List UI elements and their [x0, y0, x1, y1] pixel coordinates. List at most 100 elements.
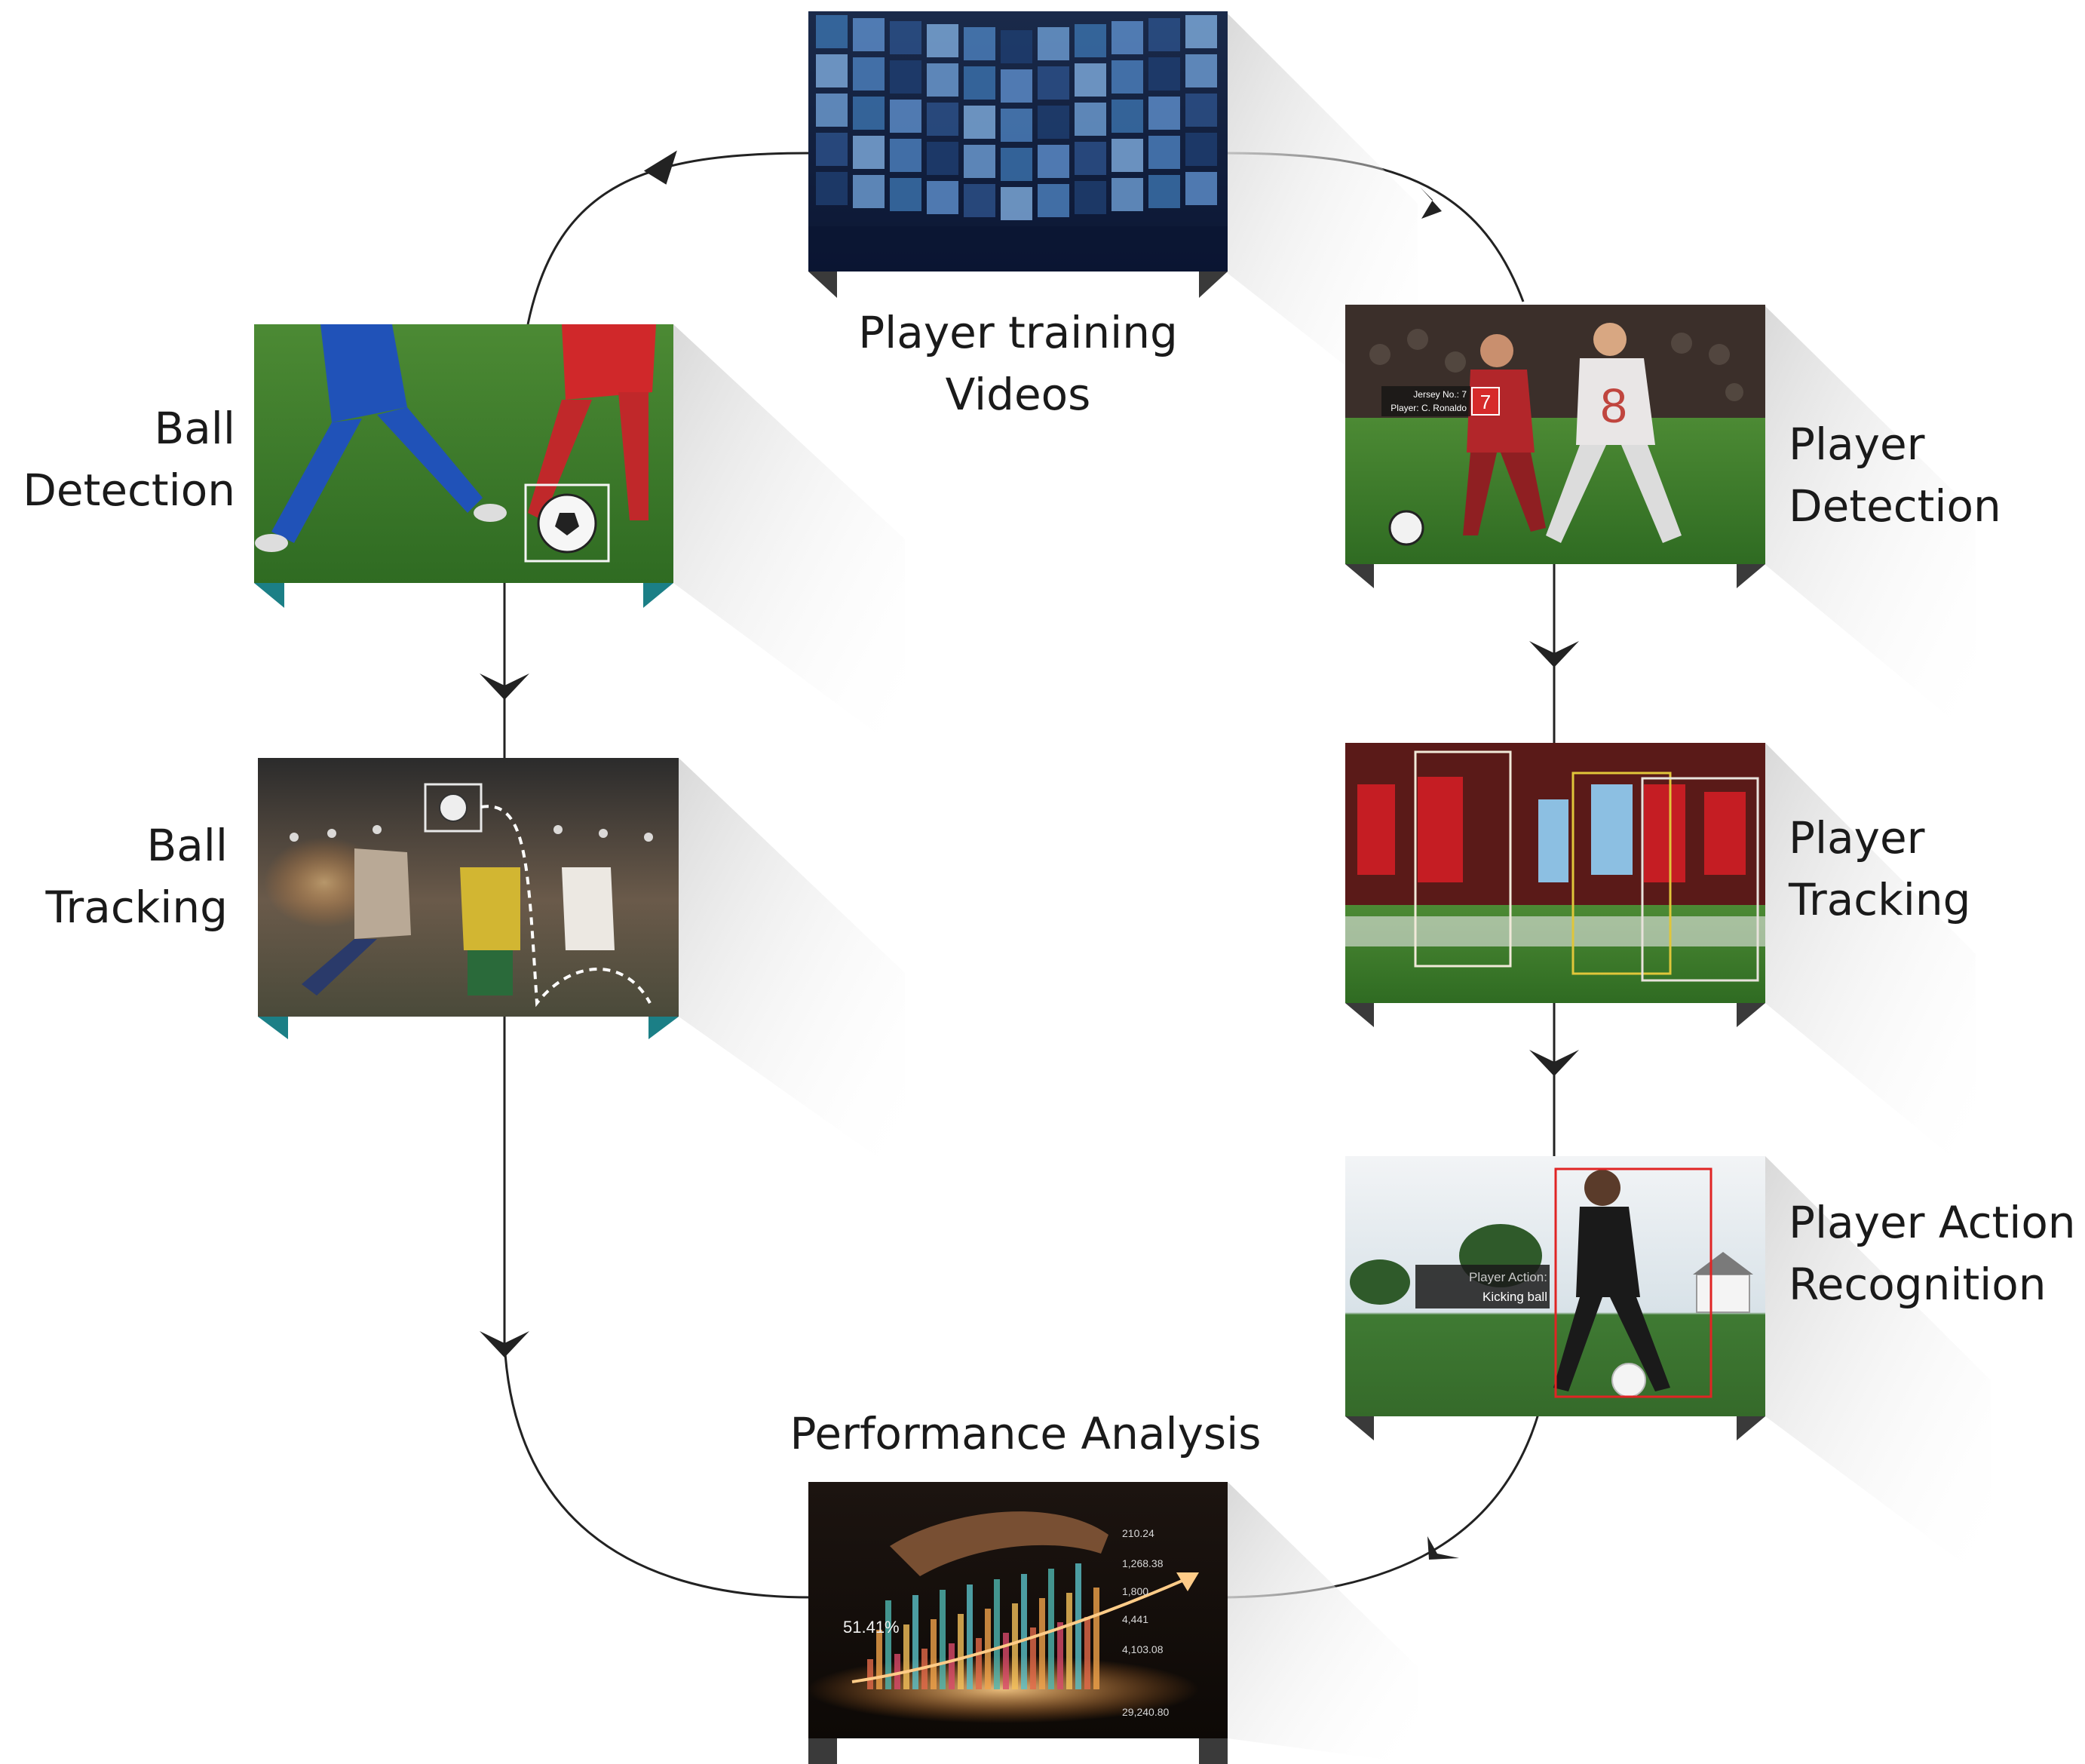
video-tile [816, 172, 848, 205]
video-tile [1148, 175, 1180, 208]
decorative-bar [1075, 1563, 1081, 1689]
card-shadow [1228, 1482, 1418, 1764]
action-label-title: Player Action: [1469, 1270, 1547, 1284]
caption-line: Player Action [1789, 1197, 2076, 1248]
jersey-badge-number: 7 [1480, 391, 1491, 413]
video-tile [1075, 142, 1106, 175]
caption-line: Videos [945, 369, 1091, 420]
arrow-ball-tracking-to-performance [503, 1017, 811, 1599]
video-tile [1148, 18, 1180, 51]
video-tile [853, 136, 885, 169]
video-tile [927, 181, 958, 214]
video-tile [1148, 57, 1180, 91]
video-tile [1148, 136, 1180, 169]
ball [1388, 510, 1424, 546]
video-tile [853, 175, 885, 208]
decorative-bar [1066, 1593, 1072, 1689]
caption-line: Player [1789, 812, 1925, 864]
jersey-label-box [1381, 386, 1470, 416]
tracked-ball [439, 793, 468, 822]
video-tile [964, 66, 995, 100]
action-bounding-box [1554, 1167, 1712, 1398]
decorative-bar [1057, 1622, 1063, 1689]
video-tile [1001, 148, 1032, 181]
arrowheads [480, 150, 1579, 1560]
video-tile [964, 184, 995, 217]
video-tile [816, 15, 848, 48]
video-tile [927, 142, 958, 175]
video-tile [1038, 184, 1069, 217]
video-tile [853, 97, 885, 130]
video-tile [1148, 97, 1180, 130]
decorative-bar [976, 1638, 982, 1689]
decorative-bar [931, 1619, 937, 1689]
video-tile [1185, 15, 1217, 48]
video-tile [1111, 100, 1143, 133]
ball-trajectory [480, 805, 652, 1008]
athlete [1553, 1170, 1670, 1397]
decorative-bar [885, 1600, 891, 1689]
caption-line: Player [1789, 419, 1925, 470]
video-tile [1001, 30, 1032, 63]
video-tile [816, 54, 848, 87]
shirt-number: 8 [1600, 379, 1627, 433]
decorative-bar [940, 1590, 946, 1689]
video-tile [1185, 133, 1217, 166]
fold-left-pin [808, 272, 837, 298]
red-players [1357, 777, 1746, 882]
card-shadow [1765, 743, 1976, 1177]
video-tile [890, 100, 921, 133]
caption-player-tracking: Player Tracking [1789, 807, 1970, 931]
player-white: 8 [1546, 323, 1682, 543]
video-tile [927, 24, 958, 57]
decorative-bar [1093, 1588, 1099, 1689]
perf-value-2: 1,268.38 [1122, 1557, 1164, 1569]
decorative-bar [1039, 1598, 1045, 1689]
decorative-bar [994, 1579, 1000, 1689]
video-tile [1075, 181, 1106, 214]
card-shadow [673, 324, 905, 754]
video-tile [816, 133, 848, 166]
video-tile [1001, 109, 1032, 142]
caption-line: Recognition [1789, 1259, 2047, 1310]
caption-ball-detection: Ball Detection [15, 397, 235, 521]
bar-cluster [867, 1563, 1099, 1689]
decorative-bar [949, 1643, 955, 1689]
decorative-bar [1012, 1603, 1018, 1689]
video-tile [964, 106, 995, 139]
jersey-badge [1471, 387, 1500, 416]
action-label-value: Kicking ball [1482, 1290, 1547, 1304]
video-tile [1111, 60, 1143, 94]
blue-players [1538, 784, 1633, 882]
ball-detection-box [424, 783, 483, 833]
decorative-bar [967, 1585, 973, 1689]
decorative-bar [1021, 1574, 1027, 1689]
arrowhead-bottom-right [1427, 1536, 1459, 1560]
decorative-bar [958, 1614, 964, 1689]
card-shadow [1765, 1156, 1991, 1584]
fold-right-pin [1199, 272, 1228, 298]
arrowhead-ball-detection [480, 673, 529, 700]
tracking-box-2 [1571, 772, 1672, 975]
stage-player-detection: 8 Jersey No.: 7 Player: C. Ronaldo 7 [1345, 305, 1976, 739]
decorative-bar [912, 1595, 918, 1689]
video-tile [890, 60, 921, 94]
caption-line: Detection [1789, 480, 2001, 532]
video-tile [927, 103, 958, 136]
video-tile [1075, 63, 1106, 97]
video-tile [1038, 106, 1069, 139]
card-shadow [1765, 305, 1976, 739]
caption-player-detection: Player Detection [1789, 413, 2001, 537]
stage-player-tracking [1345, 743, 1976, 1177]
caption-line: Player training [858, 307, 1178, 358]
decorative-bar [867, 1659, 873, 1689]
arrowhead-top-left [643, 150, 677, 185]
stage-ball-tracking [258, 758, 905, 1177]
red-player [528, 324, 656, 520]
arrowhead-player-detection [1529, 641, 1579, 667]
video-wall-icon [816, 15, 1217, 220]
caption-performance: Performance Analysis [754, 1403, 1297, 1465]
video-tile [964, 27, 995, 60]
arrowhead-player-tracking [1529, 1050, 1579, 1076]
